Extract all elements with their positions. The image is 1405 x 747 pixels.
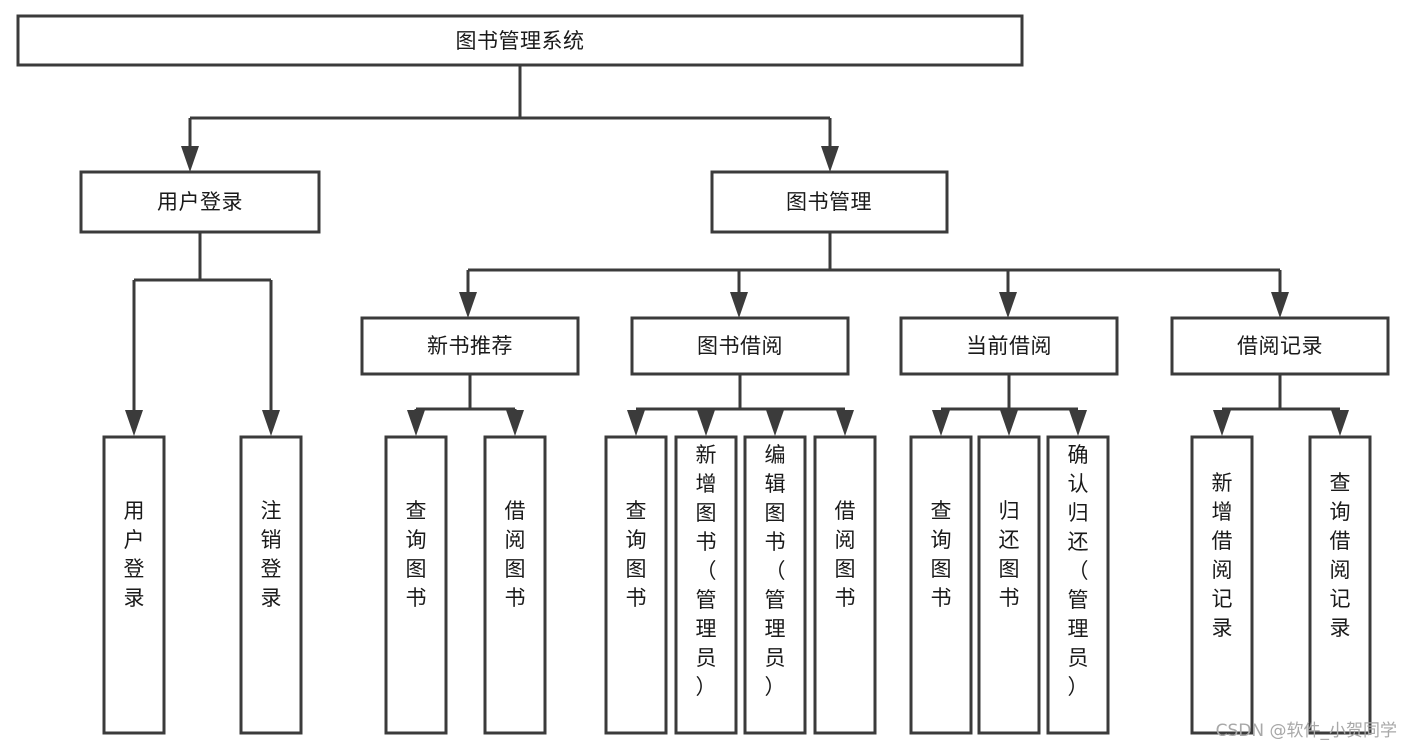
leaf-cur-query-box[interactable]	[909, 435, 973, 735]
leaf-logout[interactable]: 注销登录	[239, 435, 303, 735]
leaf-borrow-add-box[interactable]	[674, 435, 738, 735]
leaf-borrow-do[interactable]: 借阅图书	[813, 435, 877, 735]
leaf-borrow-add-label: 新增图书（管理员）	[696, 443, 717, 699]
leaf-cur-confirm[interactable]: 确认归还（管理员）	[1046, 435, 1110, 735]
leaf-rec-query-label: 查询图书	[406, 499, 427, 610]
arrow-br-leaf-2	[1331, 410, 1349, 436]
arrow-bb-leaf-4	[836, 410, 854, 436]
leaf-logout-label: 注销登录	[261, 499, 282, 610]
node-borrow-record-label: 借阅记录	[1237, 334, 1323, 358]
leaf-borrow-add[interactable]: 新增图书（管理员）	[674, 435, 738, 735]
arrow-bm-to-new-book	[459, 292, 477, 318]
arrow-bb-leaf-3	[766, 410, 784, 436]
leaf-borrow-do-label: 借阅图书	[835, 499, 856, 610]
arrow-bm-to-borrow-record	[1271, 292, 1289, 318]
arrow-root-to-book-mgmt	[821, 146, 839, 172]
leaf-rec-borrow-label: 借阅图书	[505, 499, 526, 610]
leaf-cur-return-box[interactable]	[977, 435, 1041, 735]
connectors-book-borrow	[627, 374, 854, 436]
arrow-bm-to-book-borrow	[730, 292, 748, 318]
node-root[interactable]: 图书管理系统	[16, 14, 1024, 67]
arrow-cb-leaf-1	[932, 410, 950, 436]
arrow-cb-leaf-3	[1069, 410, 1087, 436]
arrow-cb-leaf-2	[1000, 410, 1018, 436]
arrow-bb-leaf-1	[627, 410, 645, 436]
arrow-ul-leaf-1	[125, 410, 143, 436]
leaf-rec-add[interactable]: 新增借阅记录	[1190, 435, 1254, 735]
arrow-bb-leaf-2	[697, 410, 715, 436]
connectors-root	[181, 65, 839, 172]
node-book-mgmt-box[interactable]	[710, 170, 949, 234]
node-root-label: 图书管理系统	[456, 29, 585, 53]
node-book-mgmt-label: 图书管理	[786, 190, 872, 214]
node-book-borrow-box[interactable]	[630, 316, 850, 376]
connectors-book-mgmt	[459, 232, 1289, 318]
node-new-book-rec-box[interactable]	[360, 316, 580, 376]
leaf-borrow-query-box[interactable]	[604, 435, 668, 735]
leaf-rec-query2-label: 查询借阅记录	[1330, 471, 1351, 640]
leaf-borrow-query[interactable]: 查询图书	[604, 435, 668, 735]
leaf-user-login-label: 用户登录	[124, 499, 145, 610]
connectors-current-borrow	[932, 374, 1087, 436]
node-book-borrow[interactable]: 图书借阅	[630, 316, 850, 376]
node-book-mgmt[interactable]: 图书管理	[710, 170, 949, 234]
leaf-rec-add-label: 新增借阅记录	[1212, 471, 1233, 640]
leaf-borrow-edit-label: 编辑图书（管理员）	[765, 443, 786, 699]
node-user-login-box[interactable]	[79, 170, 321, 234]
leaf-cur-return-label: 归还图书	[999, 499, 1020, 610]
connectors-borrow-record	[1213, 374, 1349, 436]
leaf-borrow-edit-box[interactable]	[743, 435, 807, 735]
node-borrow-record-box[interactable]	[1170, 316, 1390, 376]
leaf-rec-borrow[interactable]: 借阅图书	[483, 435, 547, 735]
node-current-borrow-box[interactable]	[899, 316, 1119, 376]
leaf-cur-query-label: 查询图书	[931, 499, 952, 610]
leaf-rec-query2-box[interactable]	[1308, 435, 1372, 735]
arrow-nbr-leaf-2	[506, 410, 524, 436]
node-user-login-label: 用户登录	[157, 190, 243, 214]
connectors-new-book-rec	[407, 374, 524, 436]
node-current-borrow[interactable]: 当前借阅	[899, 316, 1119, 376]
leaf-logout-box[interactable]	[239, 435, 303, 735]
node-new-book-rec-label: 新书推荐	[427, 334, 513, 358]
leaf-cur-confirm-label: 确认归还（管理员）	[1068, 443, 1089, 699]
leaf-rec-add-box[interactable]	[1190, 435, 1254, 735]
arrow-ul-leaf-2	[262, 410, 280, 436]
leaf-cur-return[interactable]: 归还图书	[977, 435, 1041, 735]
leaf-user-login[interactable]: 用户登录	[102, 435, 166, 735]
leaf-rec-query-box[interactable]	[384, 435, 448, 735]
leaf-cur-confirm-box[interactable]	[1046, 435, 1110, 735]
node-root-box[interactable]	[16, 14, 1024, 67]
leaf-cur-query[interactable]: 查询图书	[909, 435, 973, 735]
node-borrow-record[interactable]: 借阅记录	[1170, 316, 1390, 376]
arrow-bm-to-current-borrow	[999, 292, 1017, 318]
leaf-user-login-box[interactable]	[102, 435, 166, 735]
node-user-login[interactable]: 用户登录	[79, 170, 321, 234]
node-new-book-rec[interactable]: 新书推荐	[360, 316, 580, 376]
arrow-root-to-user-login	[181, 146, 199, 172]
leaf-rec-query[interactable]: 查询图书	[384, 435, 448, 735]
connectors-user-login	[125, 232, 280, 436]
leaf-borrow-edit[interactable]: 编辑图书（管理员）	[743, 435, 807, 735]
arrow-nbr-leaf-1	[407, 410, 425, 436]
leaf-borrow-query-label: 查询图书	[626, 499, 647, 610]
node-current-borrow-label: 当前借阅	[966, 334, 1052, 358]
leaf-rec-query2[interactable]: 查询借阅记录	[1308, 435, 1372, 735]
leaf-rec-borrow-box[interactable]	[483, 435, 547, 735]
node-book-borrow-label: 图书借阅	[697, 334, 783, 358]
leaf-borrow-do-box[interactable]	[813, 435, 877, 735]
arrow-br-leaf-1	[1213, 410, 1231, 436]
